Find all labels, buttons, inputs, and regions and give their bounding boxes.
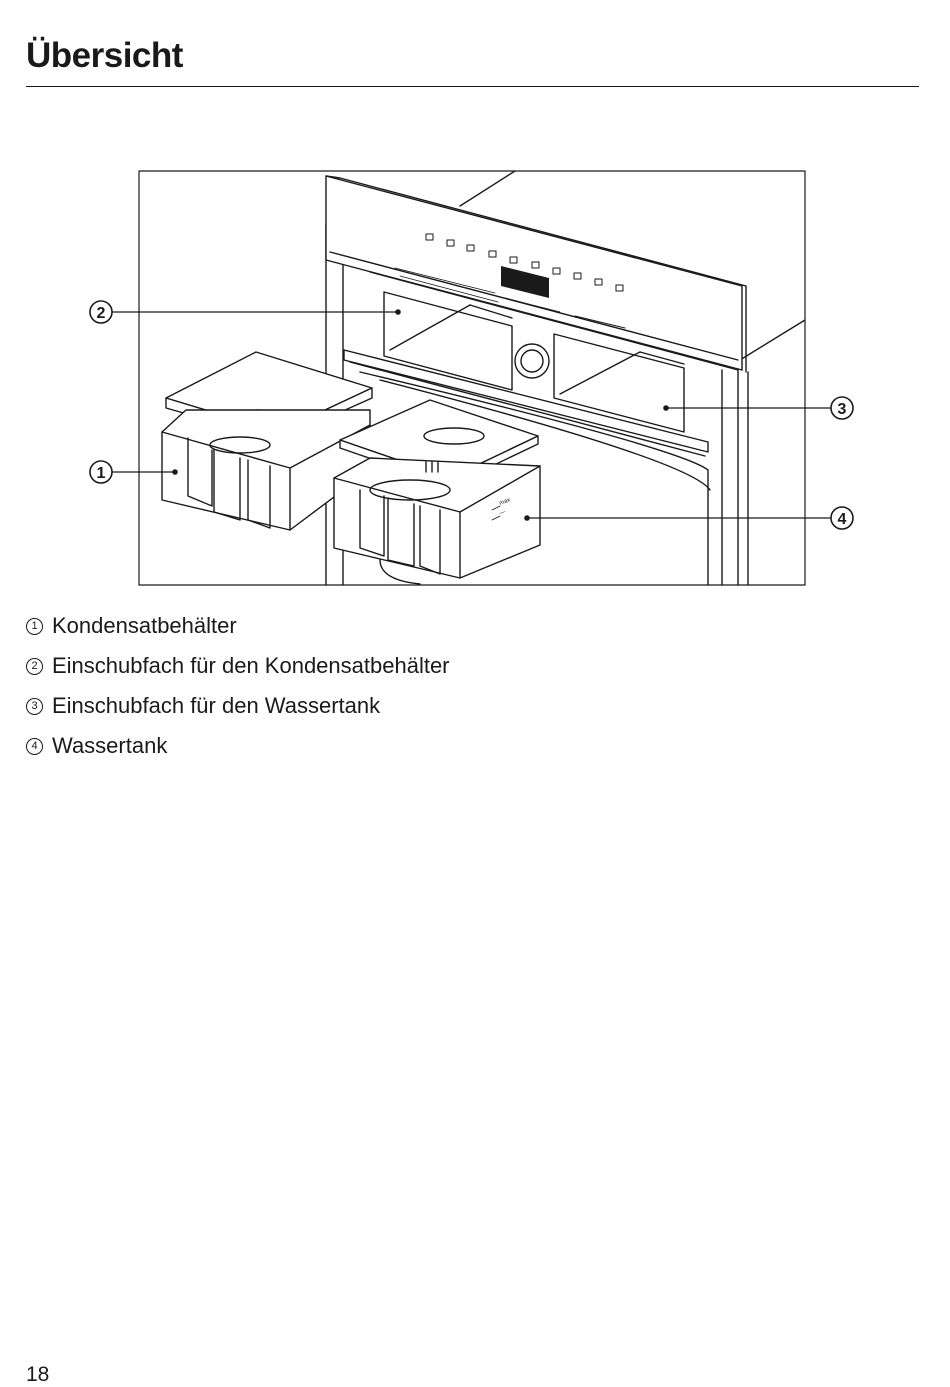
legend-number: 2 [26,657,43,675]
appliance-front [325,175,747,373]
page-title: Übersicht [26,36,183,75]
legend-item: 4 Wassertank [26,726,450,766]
callout-2-label: 2 [97,305,106,322]
callout-2: 2 [89,300,113,324]
callout-1-label: 1 [97,465,106,482]
display [501,266,549,298]
appliance-illustration: max — 2 1 3 4 [89,170,854,586]
legend-label: Einschubfach für den Wassertank [52,693,381,718]
figure-frame [138,170,806,586]
title-rule [26,86,919,87]
callout-leaders [111,309,831,521]
legend-item: 1 Kondensatbehälter [26,606,450,646]
callout-1: 1 [89,460,113,484]
water-tank: max — [333,399,541,585]
legend-number: 4 [26,737,43,755]
control-buttons [425,233,624,292]
tank-fill-marks: max — [491,497,512,521]
legend-label: Wassertank [52,733,168,758]
callout-4: 4 [830,506,854,530]
legend-label: Kondensatbehälter [52,613,237,638]
callout-3: 3 [830,396,854,420]
callout-4-label: 4 [838,511,847,528]
slot-water-tank [553,333,685,433]
legend-item: 3 Einschubfach für den Wassertank [26,686,450,726]
selector-knob [514,343,550,379]
callout-3-label: 3 [838,401,847,418]
legend-list: 1 Kondensatbehälter 2 Einschubfach für d… [26,606,450,766]
legend-number: 1 [26,617,43,635]
condensate-container [161,351,373,531]
slot-condensate [383,291,513,391]
legend-number: 3 [26,697,43,715]
legend-item: 2 Einschubfach für den Kondensatbehälter [26,646,450,686]
tank-mark-max: max [499,497,512,507]
handle-rail [343,349,711,586]
legend-label: Einschubfach für den Kondensatbehälter [52,653,450,678]
page-number: 18 [26,1363,50,1386]
tank-mark-1: — [499,509,507,517]
